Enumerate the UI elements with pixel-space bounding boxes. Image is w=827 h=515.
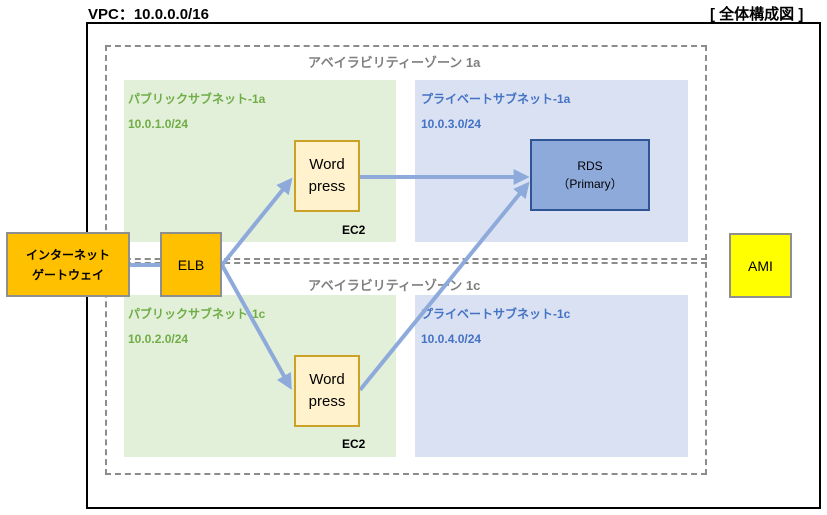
internet-gateway-label: インターネット ゲートウェイ xyxy=(25,247,110,282)
ec2-1a-label: EC2 xyxy=(342,223,366,237)
wordpress-1c-label: Word press xyxy=(308,371,346,410)
wordpress-1c-box: Word press xyxy=(294,355,360,427)
rds-role-label: （Primary） xyxy=(557,177,623,191)
availability-zone-1a-label: アベイラビリティーゾーン 1a xyxy=(308,55,481,70)
public-subnet-1a-cidr: 10.0.1.0/24 xyxy=(128,117,189,131)
rds-box: RDS （Primary） xyxy=(530,139,650,211)
internet-gateway-box: インターネット ゲートウェイ xyxy=(6,232,130,297)
diagram-title: [ 全体構成図 ] xyxy=(710,6,804,23)
private-subnet-1a-cidr: 10.0.3.0/24 xyxy=(421,117,482,131)
public-subnet-1a-label: パブリックサブネット-1a xyxy=(128,92,266,106)
public-subnet-1c-cidr: 10.0.2.0/24 xyxy=(128,332,189,346)
private-subnet-1c-cidr: 10.0.4.0/24 xyxy=(421,332,482,346)
vpc-label: VPC：10.0.0.0/16 xyxy=(88,6,209,23)
ec2-1c-label: EC2 xyxy=(342,437,366,451)
rds-name-label: RDS xyxy=(577,159,603,173)
private-subnet-1a-label: プライベートサブネット-1a xyxy=(421,92,571,106)
public-subnet-1c-label: パブリックサブネット-1c xyxy=(128,307,266,321)
ami-label: AMI xyxy=(748,257,773,274)
private-subnet-1c-label: プライベートサブネット-1c xyxy=(421,307,571,321)
ami-box: AMI xyxy=(729,233,792,298)
wordpress-1a-label: Word press xyxy=(308,156,346,195)
elb-label: ELB xyxy=(177,256,205,273)
availability-zone-1c-label: アベイラビリティーゾーン 1c xyxy=(308,278,481,293)
elb-box: ELB xyxy=(160,232,222,297)
wordpress-1a-box: Word press xyxy=(294,140,360,212)
